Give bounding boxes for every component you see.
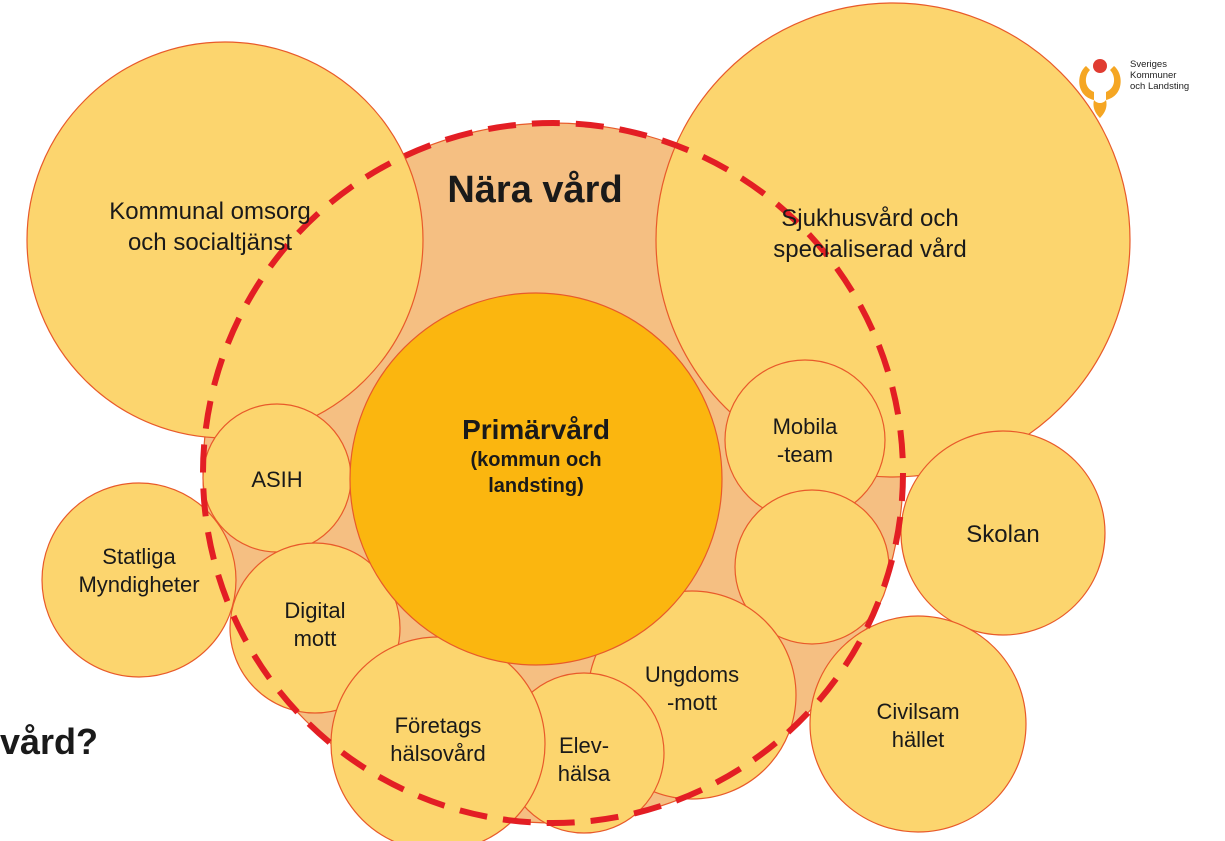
skl-logo-text: Sveriges Kommuner och Landsting bbox=[1130, 59, 1189, 93]
nara-vard-dashed-boundary bbox=[200, 120, 906, 826]
sjukhusvard-circle bbox=[655, 2, 1131, 478]
mobila-team-label: Mobila-team bbox=[772, 414, 838, 468]
elevhalsa-label: Elev-hälsa bbox=[557, 733, 611, 787]
logo-line-2: Kommuner bbox=[1130, 70, 1177, 82]
partial-vard-text: vård? bbox=[0, 721, 99, 762]
primarvard-circle bbox=[349, 292, 723, 666]
skl-logo-mark-icon bbox=[1079, 59, 1121, 118]
civilsamhallet-circle bbox=[809, 615, 1027, 833]
statliga-myndigheter-circle bbox=[41, 482, 237, 678]
skl-logo: Sveriges Kommuner och Landsting bbox=[1072, 52, 1222, 122]
nara-vard-heading: Nära vård bbox=[447, 169, 623, 211]
logo-line-1: Sveriges bbox=[1130, 59, 1167, 70]
logo-line-3: och Landsting bbox=[1130, 81, 1190, 93]
asih-label: ASIH bbox=[251, 467, 303, 492]
ungdomsmott-label: Ungdoms-mott bbox=[644, 662, 740, 716]
digital-mott-circle bbox=[229, 542, 401, 714]
primarvard-label: Primärvård (kommun och landsting) bbox=[462, 414, 610, 497]
skolan-circle bbox=[900, 430, 1106, 636]
skolan-label: Skolan bbox=[966, 521, 1040, 548]
